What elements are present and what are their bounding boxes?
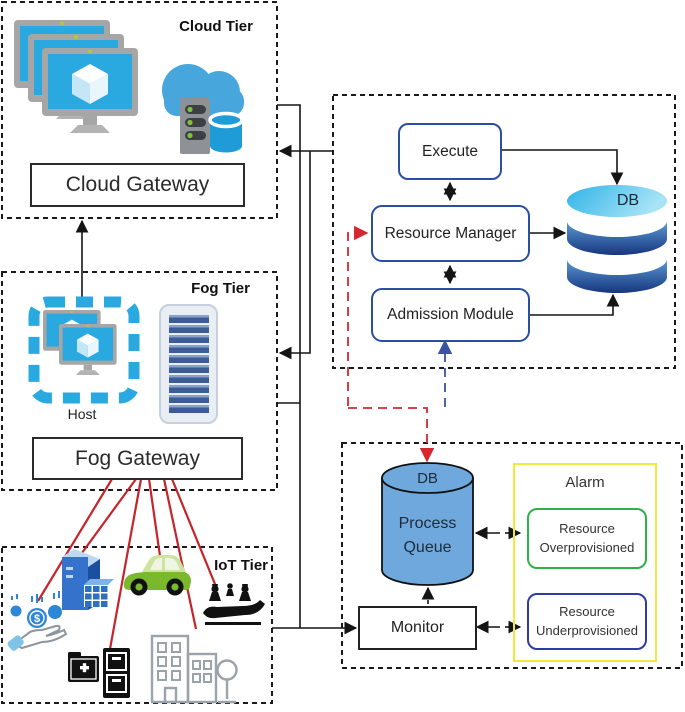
- dollar-glyph: $: [34, 613, 40, 625]
- host-icon: [28, 296, 140, 404]
- fog-gateway-box: Fog Gateway: [32, 437, 243, 480]
- process-queue-line2: Queue: [403, 539, 452, 556]
- overprovisioned-line2: Overprovisioned: [539, 539, 635, 555]
- cloud-tier-title: Cloud Tier: [179, 18, 253, 35]
- process-queue-db-label: DB: [417, 469, 438, 487]
- alarm-box: Alarm: [513, 463, 657, 662]
- alarm-title: Alarm: [565, 474, 605, 491]
- process-queue-label: Process Queue: [382, 512, 473, 560]
- health-records-icon: [68, 648, 130, 698]
- red-dashed-path: [347, 225, 435, 463]
- host-label: Host: [67, 406, 97, 422]
- process-queue-line1: Process: [398, 515, 457, 532]
- db-label: DB: [616, 192, 640, 209]
- smart-building-icon: [62, 549, 114, 610]
- cloud-gateway-box: Cloud Gateway: [30, 163, 245, 207]
- overprovisioned-line1: Resource: [559, 520, 615, 536]
- admission-module-box: Admission Module: [371, 288, 530, 342]
- finance-coins-hand-icon: $: [7, 591, 68, 651]
- iot-tier-title: IoT Tier: [214, 557, 268, 574]
- underprovisioned-line2: Underprovisioned: [536, 622, 638, 638]
- resource-underprovisioned-box: Resource Underprovisioned: [527, 593, 647, 650]
- fog-tier-title: Fog Tier: [191, 280, 250, 297]
- cloud-server-db-icon: [162, 64, 244, 154]
- city-buildings-icon: [150, 634, 238, 704]
- underprovisioned-line1: Resource: [559, 603, 615, 619]
- people-hand-icon: [203, 583, 265, 625]
- vm-monitors-icon: [14, 20, 138, 133]
- server-rack-icon: [159, 304, 218, 424]
- monitor-box: Monitor: [358, 606, 477, 650]
- resource-overprovisioned-box: Resource Overprovisioned: [527, 508, 647, 569]
- car-icon: [123, 555, 191, 596]
- resource-manager-box: Resource Manager: [371, 205, 530, 262]
- fog-to-iot-links: [37, 478, 219, 650]
- execute-box: Execute: [398, 123, 502, 180]
